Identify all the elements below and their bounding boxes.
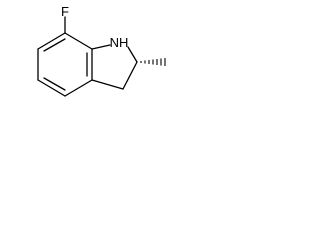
bond-c3a-c4 [64, 79, 93, 97]
bond-c3-c3a [91, 79, 124, 90]
bond-c6-c7 [37, 32, 66, 50]
double-bond-c4-c5 [43, 77, 66, 91]
nitrogen-atom-label: NH [110, 35, 129, 50]
bond-c7a-n [91, 44, 111, 50]
bond-c7-c7a [64, 32, 93, 50]
structure-diagram: F NH [37, 4, 166, 97]
fluorine-atom-label: F [61, 4, 69, 19]
bond-c2-c3 [122, 61, 138, 90]
bond-n-c2 [127, 46, 138, 63]
bond-c4-c5 [37, 79, 66, 97]
double-bond-c6-c7 [43, 38, 66, 52]
hashed-wedge-bond [140, 58, 166, 66]
